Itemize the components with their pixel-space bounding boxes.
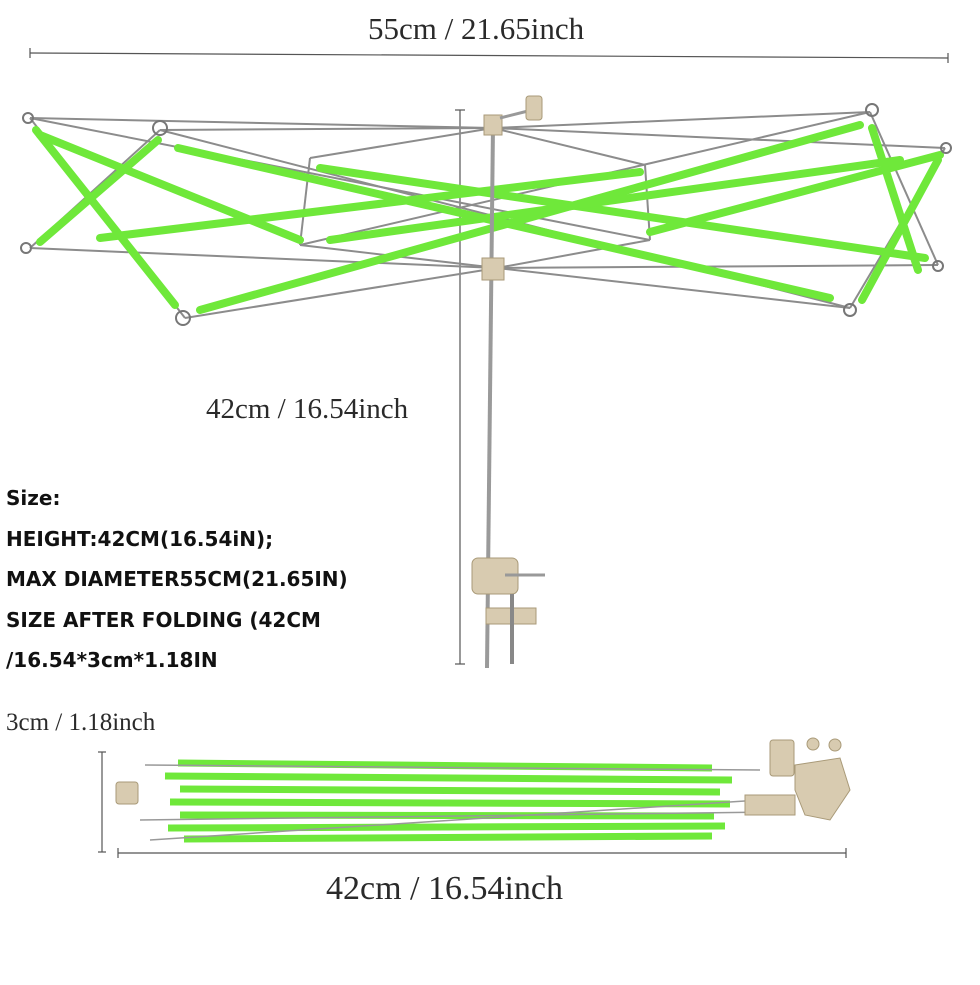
size-line-folding-dims: /16.54*3cm*1.18IN — [6, 648, 218, 672]
size-heading: Size: — [6, 486, 61, 510]
folded-yarn-swift — [115, 737, 851, 843]
size-line-folding: SIZE AFTER FOLDING (42CM — [6, 607, 321, 632]
folded-wires — [139, 764, 771, 841]
green-ribs — [32, 121, 944, 314]
rib-end-rings — [20, 103, 952, 326]
folded-length-label: 42cm / 16.54inch — [326, 870, 564, 907]
thickness-label: 3cm / 1.18inch — [6, 709, 156, 736]
open-yarn-swift — [20, 95, 952, 669]
diameter-dimension-line — [29, 52, 949, 59]
sliding-hub — [481, 257, 505, 281]
size-info: Size: HEIGHT:42CM(16.54iN); MAX DIAMETER… — [6, 478, 348, 681]
table-clamp — [471, 557, 545, 664]
size-line-diameter: MAX DIAMETER55CM(21.65IN) — [6, 567, 348, 591]
crank-handle — [525, 95, 543, 121]
size-line-height: HEIGHT:42CM(16.54iN); — [6, 526, 274, 551]
diameter-label: 55cm / 21.65inch — [368, 11, 585, 46]
top-hub — [483, 95, 543, 136]
folded-clamp — [115, 737, 851, 821]
height-label: 42cm / 16.54inch — [206, 393, 409, 425]
folded-green-ribs — [164, 759, 733, 843]
